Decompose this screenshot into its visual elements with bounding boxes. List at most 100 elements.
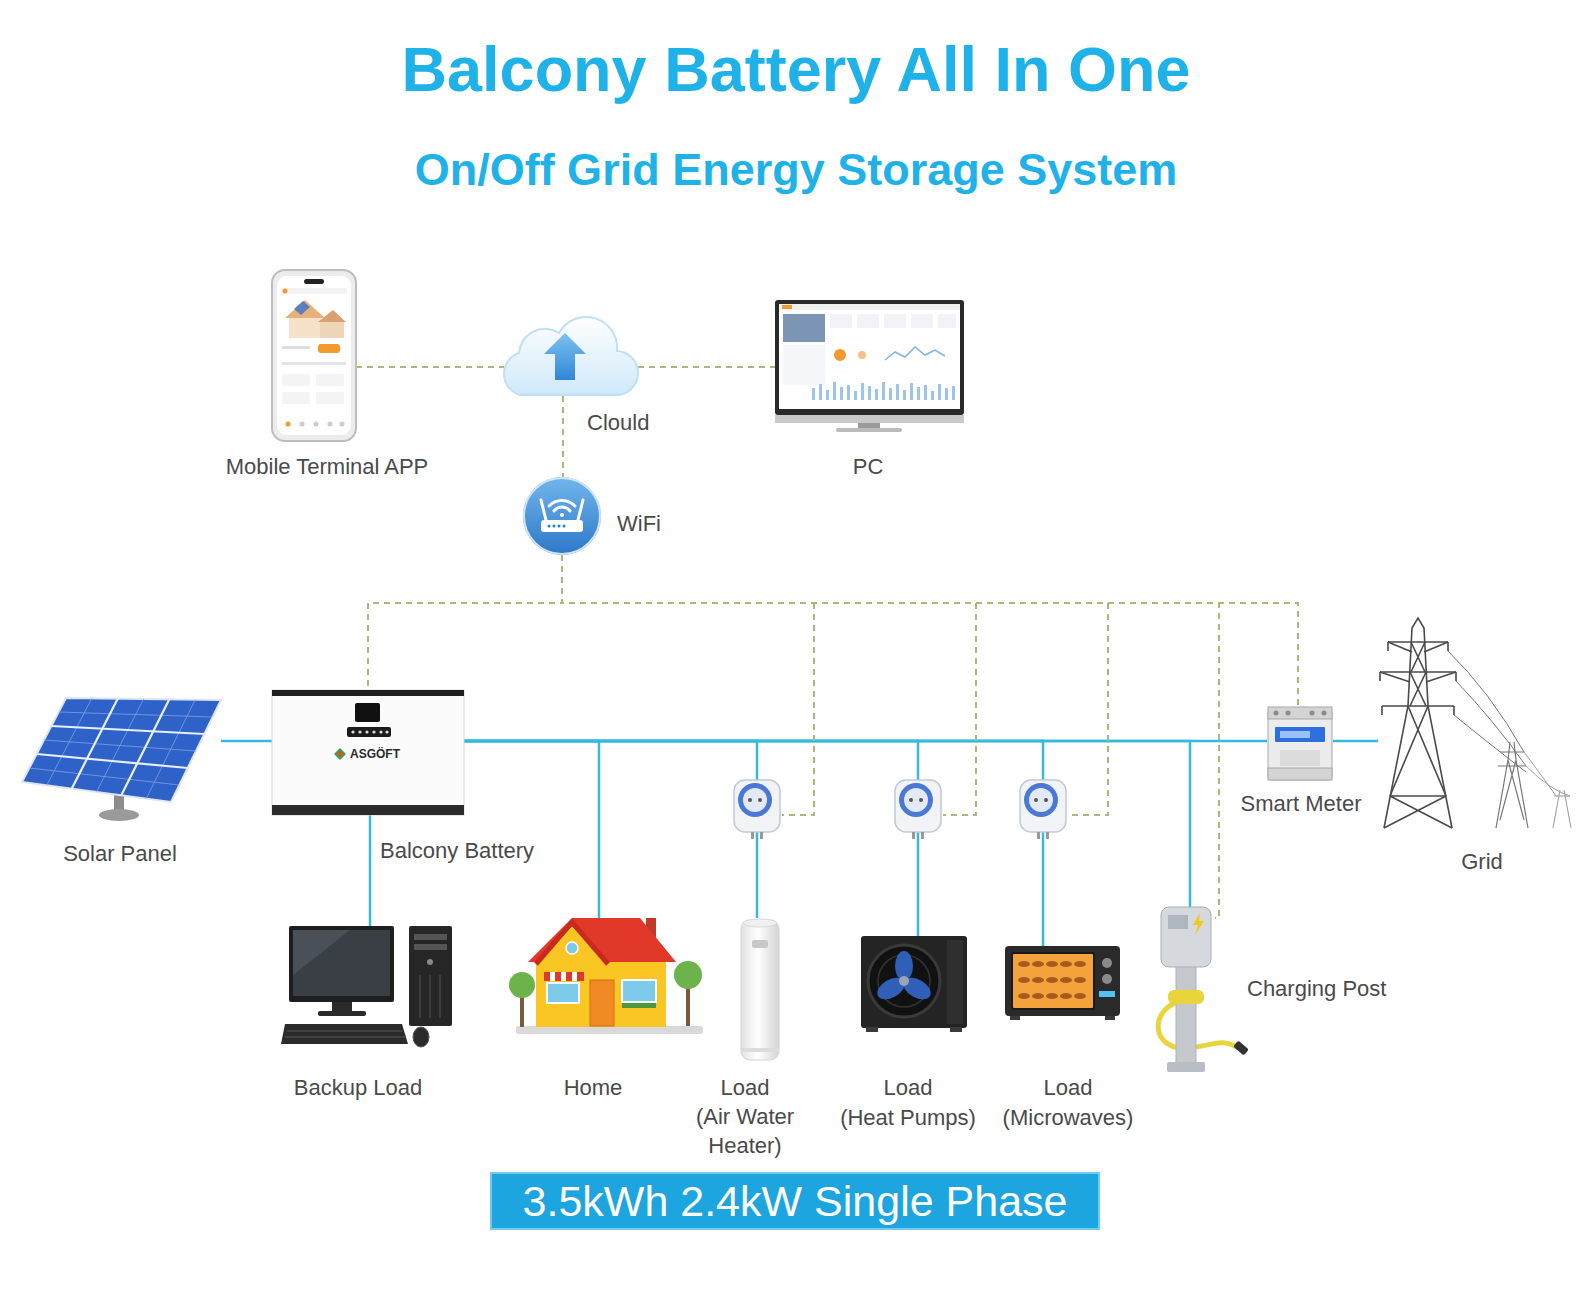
smart-meter: Smart Meter (1267, 707, 1333, 782)
house-illustration (536, 922, 608, 964)
solar-panel-illustration (29, 698, 212, 798)
pc-illustration (896, 384, 899, 400)
phone-illustration (289, 318, 321, 338)
smart-plug (1020, 780, 1066, 832)
battery-illustration (334, 748, 346, 760)
oven-illustration (1060, 961, 1072, 967)
charging-post-illustration (1158, 907, 1249, 1072)
house-illustration (590, 980, 614, 1026)
oven-illustration (1046, 993, 1058, 999)
pc-illustration (782, 305, 792, 309)
oven-illustration (1102, 958, 1112, 968)
node-label: PC (853, 452, 884, 481)
battery-illustration (272, 690, 464, 696)
smart-meter-illustration (1310, 711, 1315, 716)
cloud: Clould (504, 318, 638, 396)
wifi-router: WiFi (523, 477, 601, 555)
water-heater-illustration (741, 919, 779, 1060)
pc-illustration (885, 347, 945, 360)
pc-illustration (819, 384, 822, 400)
pc-illustration (775, 300, 964, 415)
grid-tower-illustration (1380, 642, 1456, 682)
pc-illustration (938, 314, 956, 328)
node-label: (Microwaves) (1003, 1103, 1134, 1132)
battery-illustration (272, 690, 464, 815)
phone-illustration (320, 322, 344, 338)
solar-panel-illustration (47, 698, 92, 785)
computer-illustration (419, 975, 421, 1018)
heat-pump-illustration (950, 1027, 962, 1032)
house-illustration (561, 972, 566, 981)
power-line (369, 815, 372, 926)
wifi-router-icon (558, 525, 561, 528)
pc-illustration (775, 415, 964, 423)
phone-illustration (282, 346, 310, 349)
solar-panel-illustration (22, 698, 221, 802)
water-heater-illustration (752, 940, 768, 948)
smart-plug (909, 798, 913, 802)
node-label: Smart Meter (1240, 789, 1361, 818)
phone-illustration (294, 301, 310, 315)
grid-tower-illustration (1384, 618, 1452, 828)
phone-illustration (304, 279, 324, 284)
wifi-router-icon (578, 500, 583, 520)
smart-plug (1024, 783, 1058, 817)
phone-illustration (281, 288, 347, 294)
battery-illustration (272, 805, 464, 815)
computer-illustration (293, 930, 390, 996)
pc-illustration (834, 349, 846, 361)
solar-panel-illustration (72, 699, 118, 789)
pc-illustration (917, 387, 920, 400)
oven-illustration (1074, 961, 1086, 967)
solar-panel: Solar Panel (22, 698, 221, 824)
oven-illustration (1032, 977, 1044, 983)
battery-illustration (379, 730, 382, 733)
solar-panel-illustration (99, 809, 139, 821)
pc-illustration (903, 390, 906, 400)
phone-illustration (283, 289, 288, 294)
pc-illustration (775, 300, 964, 432)
phone-illustration (282, 362, 346, 365)
smart-meter-illustration (1268, 707, 1332, 780)
signal-link (562, 555, 1298, 707)
pc-illustration (812, 382, 955, 400)
pc-illustration (847, 385, 850, 400)
oven-illustration (1074, 977, 1086, 983)
water-heater-illustration (741, 1048, 779, 1052)
power-line (221, 740, 272, 743)
subtitle: On/Off Grid Energy Storage System (0, 143, 1592, 197)
oven-illustration (1046, 977, 1058, 983)
heat-pump-illustration (861, 936, 967, 1032)
oven-illustration (1046, 961, 1058, 967)
house-illustration (509, 972, 535, 998)
pc-illustration (945, 388, 948, 400)
wifi-router-icon (549, 500, 575, 506)
smart-meter-illustration (1275, 727, 1325, 742)
charging-post-illustration (1158, 1000, 1238, 1048)
node-label: (Heat Pumps) (840, 1103, 976, 1132)
phone-illustration (318, 310, 346, 322)
pc-illustration (830, 314, 852, 328)
pc-illustration (924, 385, 927, 400)
computer-illustration (318, 1011, 366, 1016)
pc-illustration (833, 382, 836, 400)
charging-post-illustration (1161, 907, 1211, 967)
diagram-title: Balcony Battery All In One (0, 31, 1592, 107)
charging-post-illustration (1167, 1062, 1205, 1072)
smart-meter-illustration (1280, 750, 1320, 766)
load-water-heater: Load(Air Water Heater) (739, 918, 780, 1061)
smart-plug (912, 832, 915, 839)
power-line (464, 741, 1190, 907)
smart-plug (919, 798, 923, 802)
power-line (464, 740, 1267, 743)
signal-link (562, 396, 564, 477)
pc-illustration (858, 351, 866, 359)
phone-illustration (316, 392, 344, 404)
battery-illustration (347, 727, 391, 737)
phone-illustration (282, 374, 310, 386)
oven-illustration (1074, 993, 1086, 999)
computer-illustration (414, 944, 447, 950)
grid-tower-illustration (1380, 642, 1456, 715)
oven-illustration (1032, 961, 1044, 967)
computer-illustration (281, 926, 452, 1047)
